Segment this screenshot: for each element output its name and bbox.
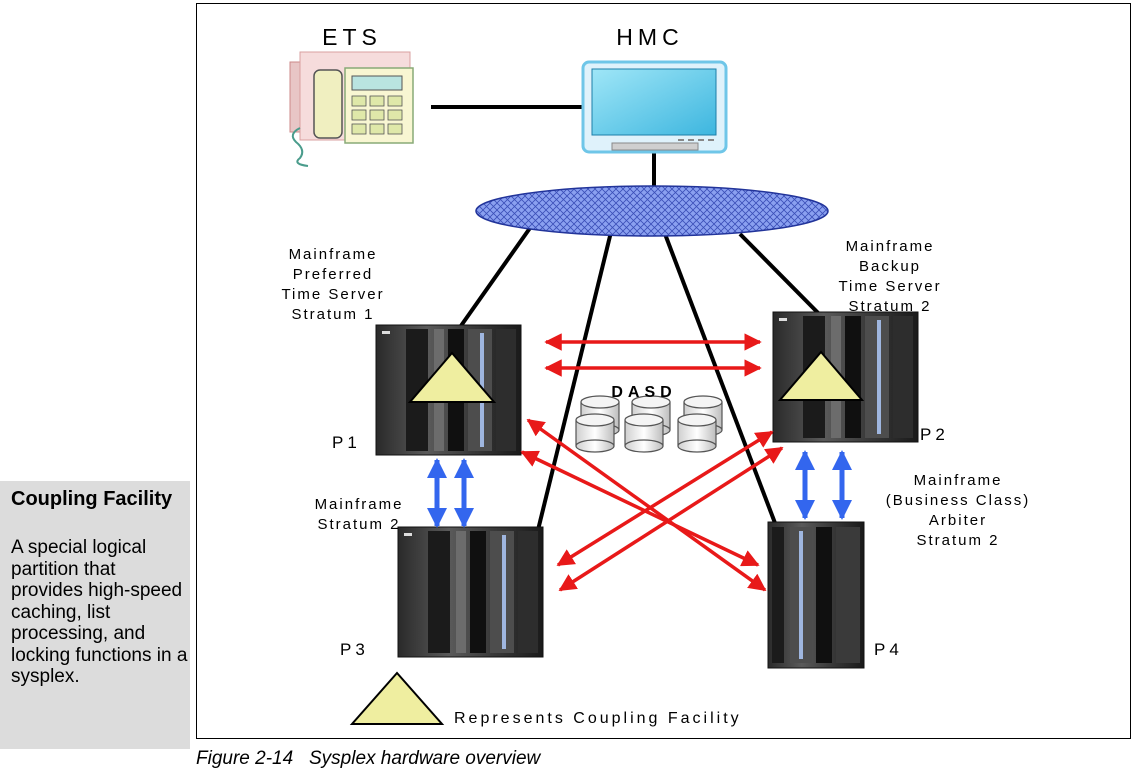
sidebar-definition: Coupling Facility A special logical part…	[0, 481, 190, 749]
mainframe-p4	[767, 521, 865, 669]
p2-desc-line: Stratum 2	[848, 298, 931, 315]
coupling-facility-triangle-p1	[407, 351, 497, 403]
p1-desc-line: Preferred	[293, 266, 374, 283]
p3-label: P3	[340, 640, 369, 659]
p2-desc-line: Mainframe	[846, 238, 935, 255]
p2-desc-line: Backup	[859, 258, 921, 275]
p2-label: P2	[920, 425, 949, 444]
mainframe-p2	[772, 311, 919, 443]
p3-desc-line: Stratum 2	[317, 516, 400, 533]
p1-desc-line: Mainframe	[289, 246, 378, 263]
sidebar-title: Coupling Facility	[11, 488, 173, 510]
p4-desc-line: Stratum 2	[916, 532, 999, 549]
legend-triangle-icon	[349, 671, 445, 725]
dasd-label: DASD	[611, 384, 676, 401]
p1-desc-line: Stratum 1	[291, 306, 374, 323]
network-ellipse	[475, 185, 829, 237]
figure-caption: Figure 2-14 Sysplex hardware overview	[196, 748, 541, 769]
hmc-label: HMC	[616, 24, 683, 50]
hmc-monitor-icon	[581, 60, 728, 154]
p4-desc-line: Arbiter	[929, 512, 987, 529]
p1-label: P1	[332, 433, 361, 452]
coupling-link	[558, 446, 784, 592]
diagram-frame	[196, 3, 1131, 739]
mainframe-p3	[397, 526, 544, 658]
p4-label: P4	[874, 640, 903, 659]
coupling-links	[520, 333, 784, 592]
ets-label: ETS	[322, 24, 382, 50]
dasd-storage-icon	[575, 395, 723, 453]
coupling-link	[520, 450, 760, 567]
p4-desc-line: (Business Class)	[886, 492, 1031, 509]
p1-desc-line: Time Server	[281, 286, 384, 303]
sidebar-body: A special logical partition that provide…	[11, 537, 188, 687]
ets-phone-icon	[289, 51, 414, 167]
legend-text: Represents Coupling Facility	[454, 710, 742, 727]
p3-desc-line: Mainframe	[315, 496, 404, 513]
coupling-facility-triangle-p2	[777, 350, 865, 401]
p4-desc-line: Mainframe	[914, 472, 1003, 489]
ctc-links	[427, 450, 852, 528]
p2-desc-line: Time Server	[838, 278, 941, 295]
